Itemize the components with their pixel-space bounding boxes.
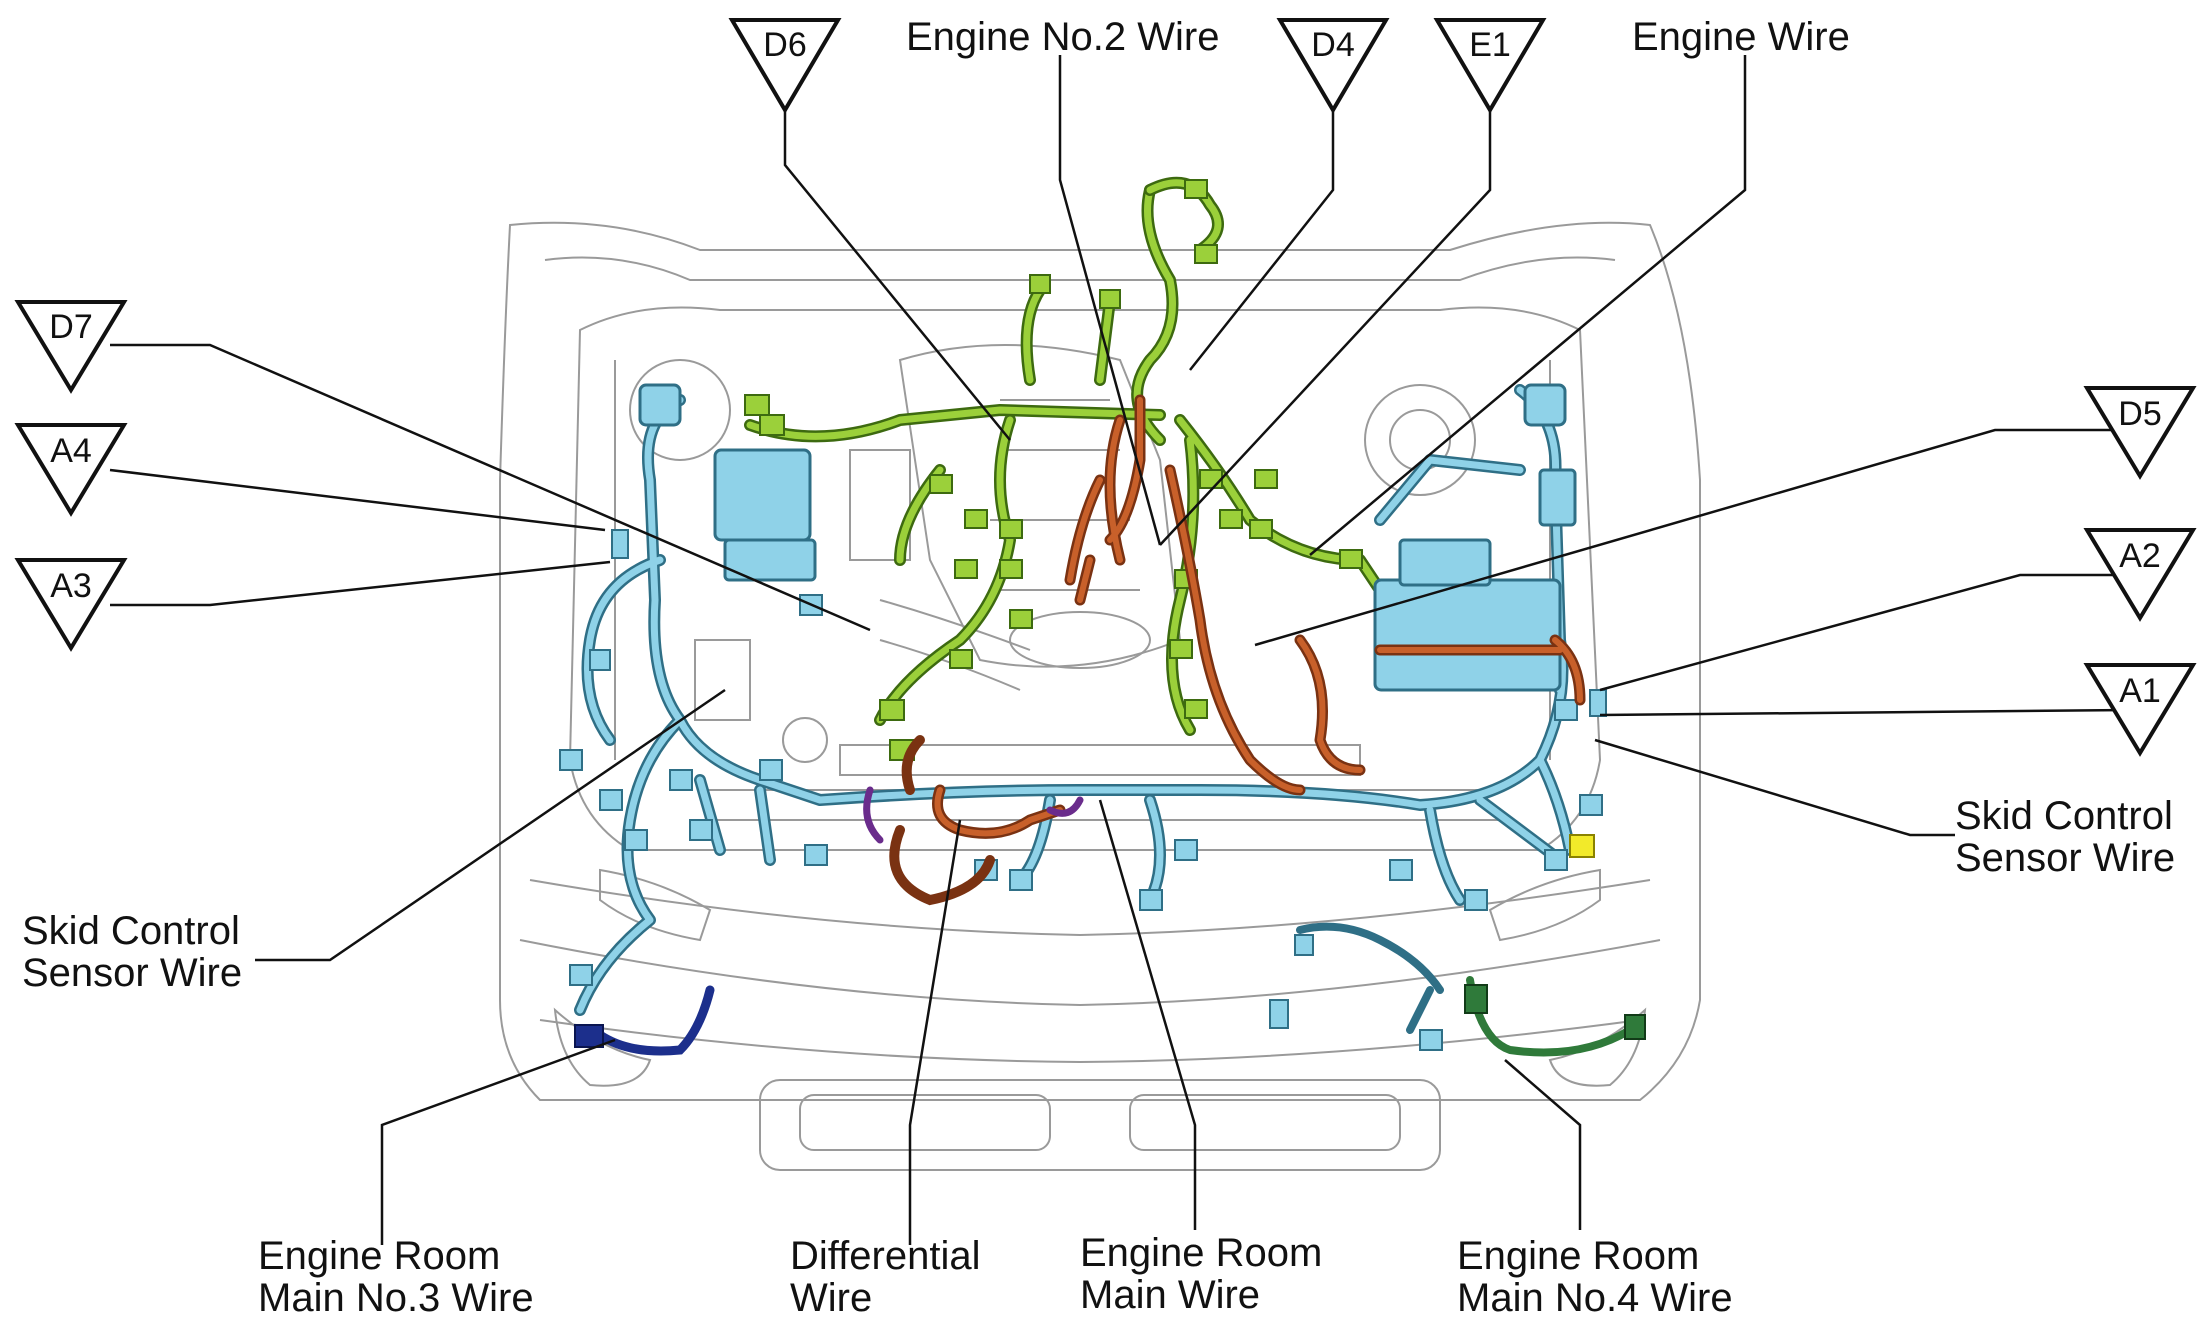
label-engine-room-main-wire: Engine Room Main Wire [1080,1231,1323,1317]
tag-d5: D5 [2083,386,2197,480]
tag-e1-label: E1 [1469,26,1511,64]
label-engine-wire: Engine Wire [1632,15,1850,59]
yellow-connector [1569,834,1595,858]
tag-a4-label: A4 [50,432,92,470]
tag-d5-label: D5 [2118,395,2161,433]
label-engine-room-main-no3-wire: Engine Room Main No.3 Wire [258,1234,534,1320]
connector-tags: D6 D4 E1 D7 A4 A3 D5 A2 [14,18,2197,757]
tag-d4: D4 [1276,18,1390,114]
engine-room-harness-orange [889,394,1586,906]
tag-d6-label: D6 [763,26,806,64]
tag-a4: A4 [14,423,128,517]
engine-harness-connectors [744,179,1363,761]
tag-a1-label: A1 [2119,672,2161,710]
callout-leader-lines [109,55,2131,1245]
engine-room-main-no4-harness [1464,976,1646,1057]
vehicle-body-outline [499,221,1701,1171]
label-differential-wire: Differential Wire [790,1234,981,1320]
label-engine-room-main-no4-wire: Engine Room Main No.4 Wire [1457,1234,1733,1320]
label-engine-no2-wire: Engine No.2 Wire [906,15,1220,59]
tag-d6: D6 [728,18,842,114]
skid-control-sensor-wires [611,529,1607,717]
differential-wire-harness [863,786,1084,844]
label-skid-control-sensor-wire-left: Skid Control Sensor Wire [22,909,243,995]
tag-d7-label: D7 [49,308,92,346]
tag-a2-label: A2 [2119,537,2161,575]
tag-d4-label: D4 [1311,26,1354,64]
tag-a3: A3 [14,558,128,652]
tag-a3-label: A3 [50,567,92,605]
relay-and-junction-blocks [638,383,1577,692]
engine-room-main-no3-harness [574,985,715,1056]
engine-harness-green [744,176,1386,736]
tag-e1: E1 [1433,18,1547,114]
label-skid-control-sensor-wire-right: Skid Control Sensor Wire [1955,794,2176,880]
tag-a1: A1 [2083,663,2197,757]
tag-a2: A2 [2083,528,2197,622]
engine-room-main-connectors [559,594,1603,1051]
tag-d7: D7 [14,300,128,394]
